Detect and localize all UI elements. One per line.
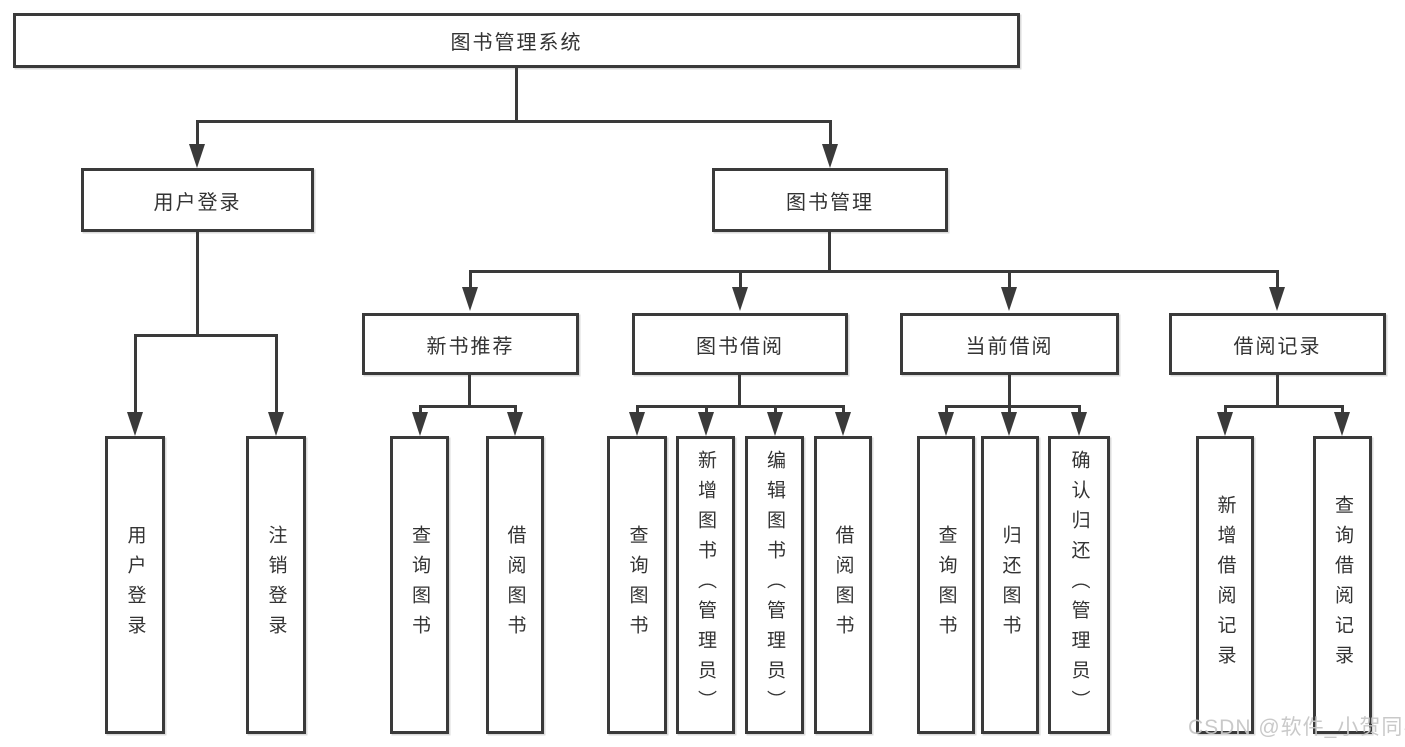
node-label: 查询图书 <box>626 525 648 645</box>
connector-line <box>1224 405 1227 416</box>
connector-line <box>196 120 832 123</box>
connector-line <box>636 405 844 408</box>
arrow-down-icon <box>1269 287 1285 311</box>
connector-line <box>738 375 741 408</box>
connector-line <box>945 405 1081 408</box>
leaf-query-books-recommend: 查询图书 <box>390 436 449 734</box>
node-label: 查询图书 <box>409 525 430 645</box>
node-label: 查询借阅记录 <box>1332 495 1353 675</box>
node-new-book-recommend: 新书推荐 <box>362 313 579 375</box>
arrow-down-icon <box>938 412 954 436</box>
connector-line <box>196 120 199 148</box>
connector-line <box>1008 375 1011 408</box>
arrow-down-icon <box>189 144 205 168</box>
node-label: 新增图书（管理员） <box>695 450 716 720</box>
arrow-down-icon <box>1071 412 1087 436</box>
node-current-borrow: 当前借阅 <box>900 313 1119 375</box>
connector-line <box>419 405 422 416</box>
node-label: 借阅记录 <box>1233 335 1322 358</box>
arrow-down-icon <box>1334 412 1350 436</box>
node-label: 注销登录 <box>265 525 287 645</box>
connector-line <box>705 405 708 416</box>
connector-line <box>1078 405 1081 416</box>
node-label: 用户登录 <box>124 525 146 645</box>
leaf-add-books-admin: 新增图书（管理员） <box>676 436 735 734</box>
arrow-down-icon <box>507 412 523 436</box>
arrow-down-icon <box>268 412 284 436</box>
node-library-system: 图书管理系统 <box>13 13 1020 68</box>
arrow-down-icon <box>412 412 428 436</box>
arrow-down-icon <box>127 412 143 436</box>
connector-line <box>842 405 845 416</box>
node-label: 新增借阅记录 <box>1214 495 1236 675</box>
leaf-query-books-borrow: 查询图书 <box>607 436 667 734</box>
node-label: 借阅图书 <box>504 525 526 645</box>
arrow-down-icon <box>1001 412 1017 436</box>
connector-line <box>469 270 472 290</box>
leaf-confirm-return-admin: 确认归还（管理员） <box>1048 436 1110 734</box>
connector-line <box>774 405 777 416</box>
connector-line <box>1008 270 1011 290</box>
arrow-down-icon <box>1001 287 1017 311</box>
connector-line <box>1008 405 1011 416</box>
leaf-logout: 注销登录 <box>246 436 306 734</box>
connector-line <box>636 405 639 416</box>
leaf-query-books-current: 查询图书 <box>917 436 975 734</box>
node-label: 用户登录 <box>153 191 242 214</box>
node-label: 新书推荐 <box>426 335 515 358</box>
connector-line <box>739 270 742 290</box>
connector-line <box>196 232 199 337</box>
connector-line <box>134 334 278 337</box>
connector-line <box>829 120 832 148</box>
connector-line <box>828 232 831 273</box>
arrow-down-icon <box>462 287 478 311</box>
node-label: 编辑图书（管理员） <box>764 450 785 720</box>
connector-line <box>515 67 518 123</box>
connector-line <box>514 405 517 416</box>
node-borrow-records: 借阅记录 <box>1169 313 1386 375</box>
connector-line <box>945 405 948 416</box>
arrow-down-icon <box>1217 412 1233 436</box>
connector-line <box>1224 405 1344 408</box>
arrow-down-icon <box>767 412 783 436</box>
node-label: 图书借阅 <box>696 335 784 358</box>
leaf-add-borrow-record: 新增借阅记录 <box>1196 436 1254 734</box>
node-user-login: 用户登录 <box>81 168 314 232</box>
connector-line <box>419 405 517 408</box>
connector-line <box>468 375 471 408</box>
leaf-return-books: 归还图书 <box>981 436 1039 734</box>
node-book-management: 图书管理 <box>712 168 948 232</box>
node-label: 当前借阅 <box>965 335 1054 358</box>
node-label: 图书管理 <box>786 191 874 214</box>
connector-line <box>1276 270 1279 290</box>
leaf-user-login: 用户登录 <box>105 436 165 734</box>
arrow-down-icon <box>629 412 645 436</box>
connector-line <box>1341 405 1344 416</box>
watermark: CSDN @软件_小贺同学 <box>1188 716 1405 739</box>
leaf-edit-books-admin: 编辑图书（管理员） <box>745 436 804 734</box>
leaf-borrow-books: 借阅图书 <box>814 436 872 734</box>
node-label: 归还图书 <box>999 525 1021 645</box>
node-label: 借阅图书 <box>832 525 854 645</box>
arrow-down-icon <box>698 412 714 436</box>
connector-line <box>134 334 137 416</box>
arrow-down-icon <box>822 144 838 168</box>
connector-line <box>469 270 1279 273</box>
node-label: 查询图书 <box>935 525 957 645</box>
connector-line <box>1276 375 1279 408</box>
arrow-down-icon <box>835 412 851 436</box>
node-book-borrow: 图书借阅 <box>632 313 848 375</box>
leaf-borrow-books-recommend: 借阅图书 <box>486 436 544 734</box>
arrow-down-icon <box>732 287 748 311</box>
connector-line <box>275 334 278 416</box>
leaf-query-borrow-record: 查询借阅记录 <box>1313 436 1372 734</box>
node-label: 图书管理系统 <box>450 32 583 54</box>
node-label: 确认归还（管理员） <box>1068 450 1090 720</box>
